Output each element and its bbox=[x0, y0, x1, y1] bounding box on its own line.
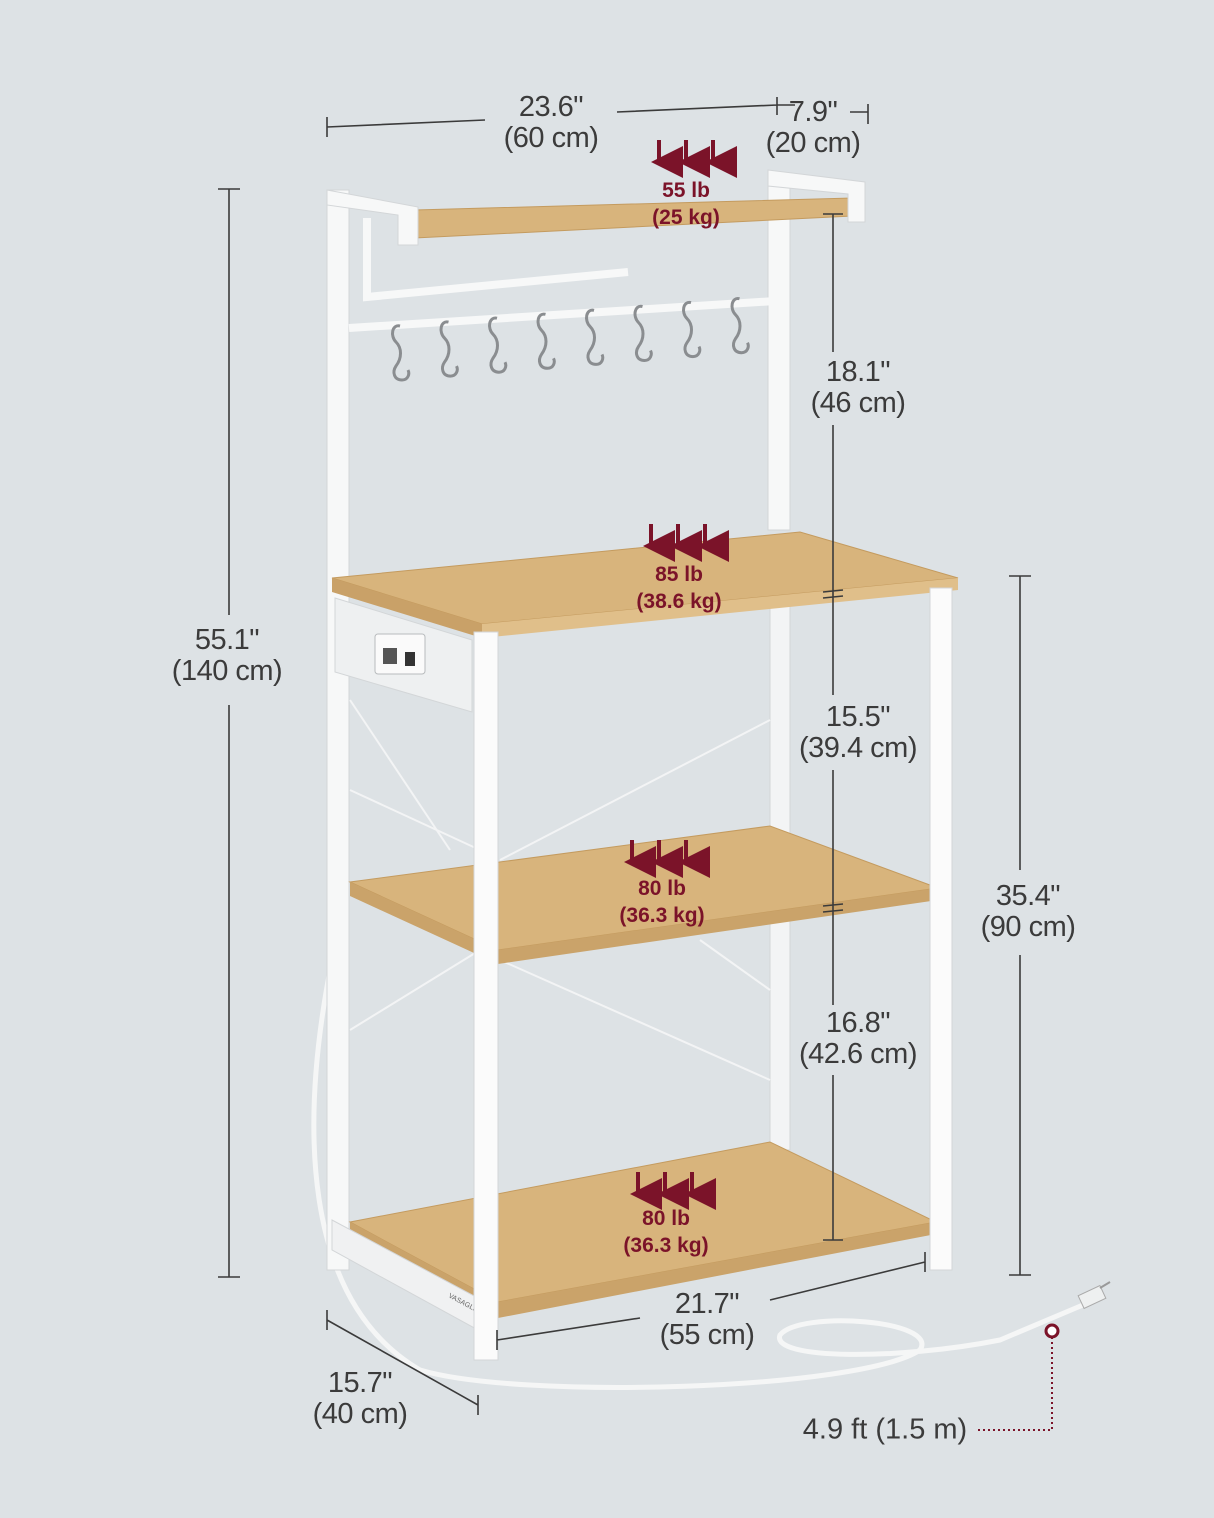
s-hook-icon bbox=[439, 320, 459, 378]
dim-line-top-width bbox=[326, 97, 778, 137]
back-left-post bbox=[326, 189, 350, 1271]
dim-line-base-depth bbox=[326, 1310, 479, 1415]
s-hook-icon bbox=[730, 297, 750, 355]
s-hook-icon bbox=[682, 300, 702, 359]
s-hook-icon bbox=[391, 324, 411, 382]
dim-line-shelf-gaps bbox=[822, 213, 844, 1241]
dim-lower-gap: 16.8"(42.6 cm) bbox=[799, 1007, 917, 1070]
dim-top-width: 23.6"(60 cm) bbox=[503, 91, 599, 154]
load-top-shelf: 55 lb(25 kg) bbox=[652, 179, 720, 229]
dim-total-height: 55.1"(140 cm) bbox=[171, 624, 283, 687]
worktop-right-edge bbox=[482, 578, 958, 638]
load-worktop: 85 lb(38.6 kg) bbox=[636, 563, 722, 613]
cord-length-leader bbox=[978, 1338, 1053, 1431]
s-hook-icon bbox=[536, 312, 556, 370]
cross-braces bbox=[349, 699, 771, 1081]
dim-line-base-width bbox=[496, 1252, 926, 1350]
dim-line-worktop-height bbox=[1009, 575, 1031, 1276]
cord-length-label: 4.9 ft (1.5 m) bbox=[802, 1413, 968, 1446]
worktop-front-edge bbox=[332, 578, 482, 638]
s-hook-icon bbox=[585, 308, 605, 366]
outlet-icon bbox=[374, 633, 426, 675]
dim-line-top-depth bbox=[777, 104, 869, 124]
dim-base-width: 21.7"(55 cm) bbox=[659, 1288, 755, 1351]
plug-icon bbox=[1077, 1281, 1111, 1310]
dim-upper-gap: 18.1"(46 cm) bbox=[810, 356, 906, 419]
dimension-lines bbox=[218, 97, 1031, 1415]
front-left-post bbox=[473, 631, 499, 1361]
dim-base-depth: 15.7"(40 cm) bbox=[312, 1367, 408, 1430]
dim-top-depth: 7.9"(20 cm) bbox=[765, 96, 861, 159]
s-hook-icon bbox=[488, 316, 508, 374]
top-right-bracket bbox=[767, 169, 866, 223]
top-left-bracket bbox=[326, 189, 419, 246]
dim-line-total-height bbox=[218, 188, 240, 1278]
paper-towel-holder bbox=[363, 218, 629, 302]
s-hooks bbox=[391, 297, 750, 382]
dim-worktop-height: 35.4"(90 cm) bbox=[980, 880, 1076, 943]
hook-rail bbox=[348, 297, 776, 332]
load-middle-shelf: 80 lb(36.3 kg) bbox=[619, 877, 705, 927]
load-bottom-shelf: 80 lb(36.3 kg) bbox=[623, 1207, 709, 1257]
dim-middle-gap: 15.5"(39.4 cm) bbox=[799, 701, 917, 764]
top-right-post bbox=[767, 184, 791, 531]
load-arrows bbox=[624, 140, 737, 1210]
s-hook-icon bbox=[633, 304, 653, 363]
front-right-post bbox=[929, 587, 953, 1271]
cord-marker-icon bbox=[1044, 1323, 1060, 1339]
